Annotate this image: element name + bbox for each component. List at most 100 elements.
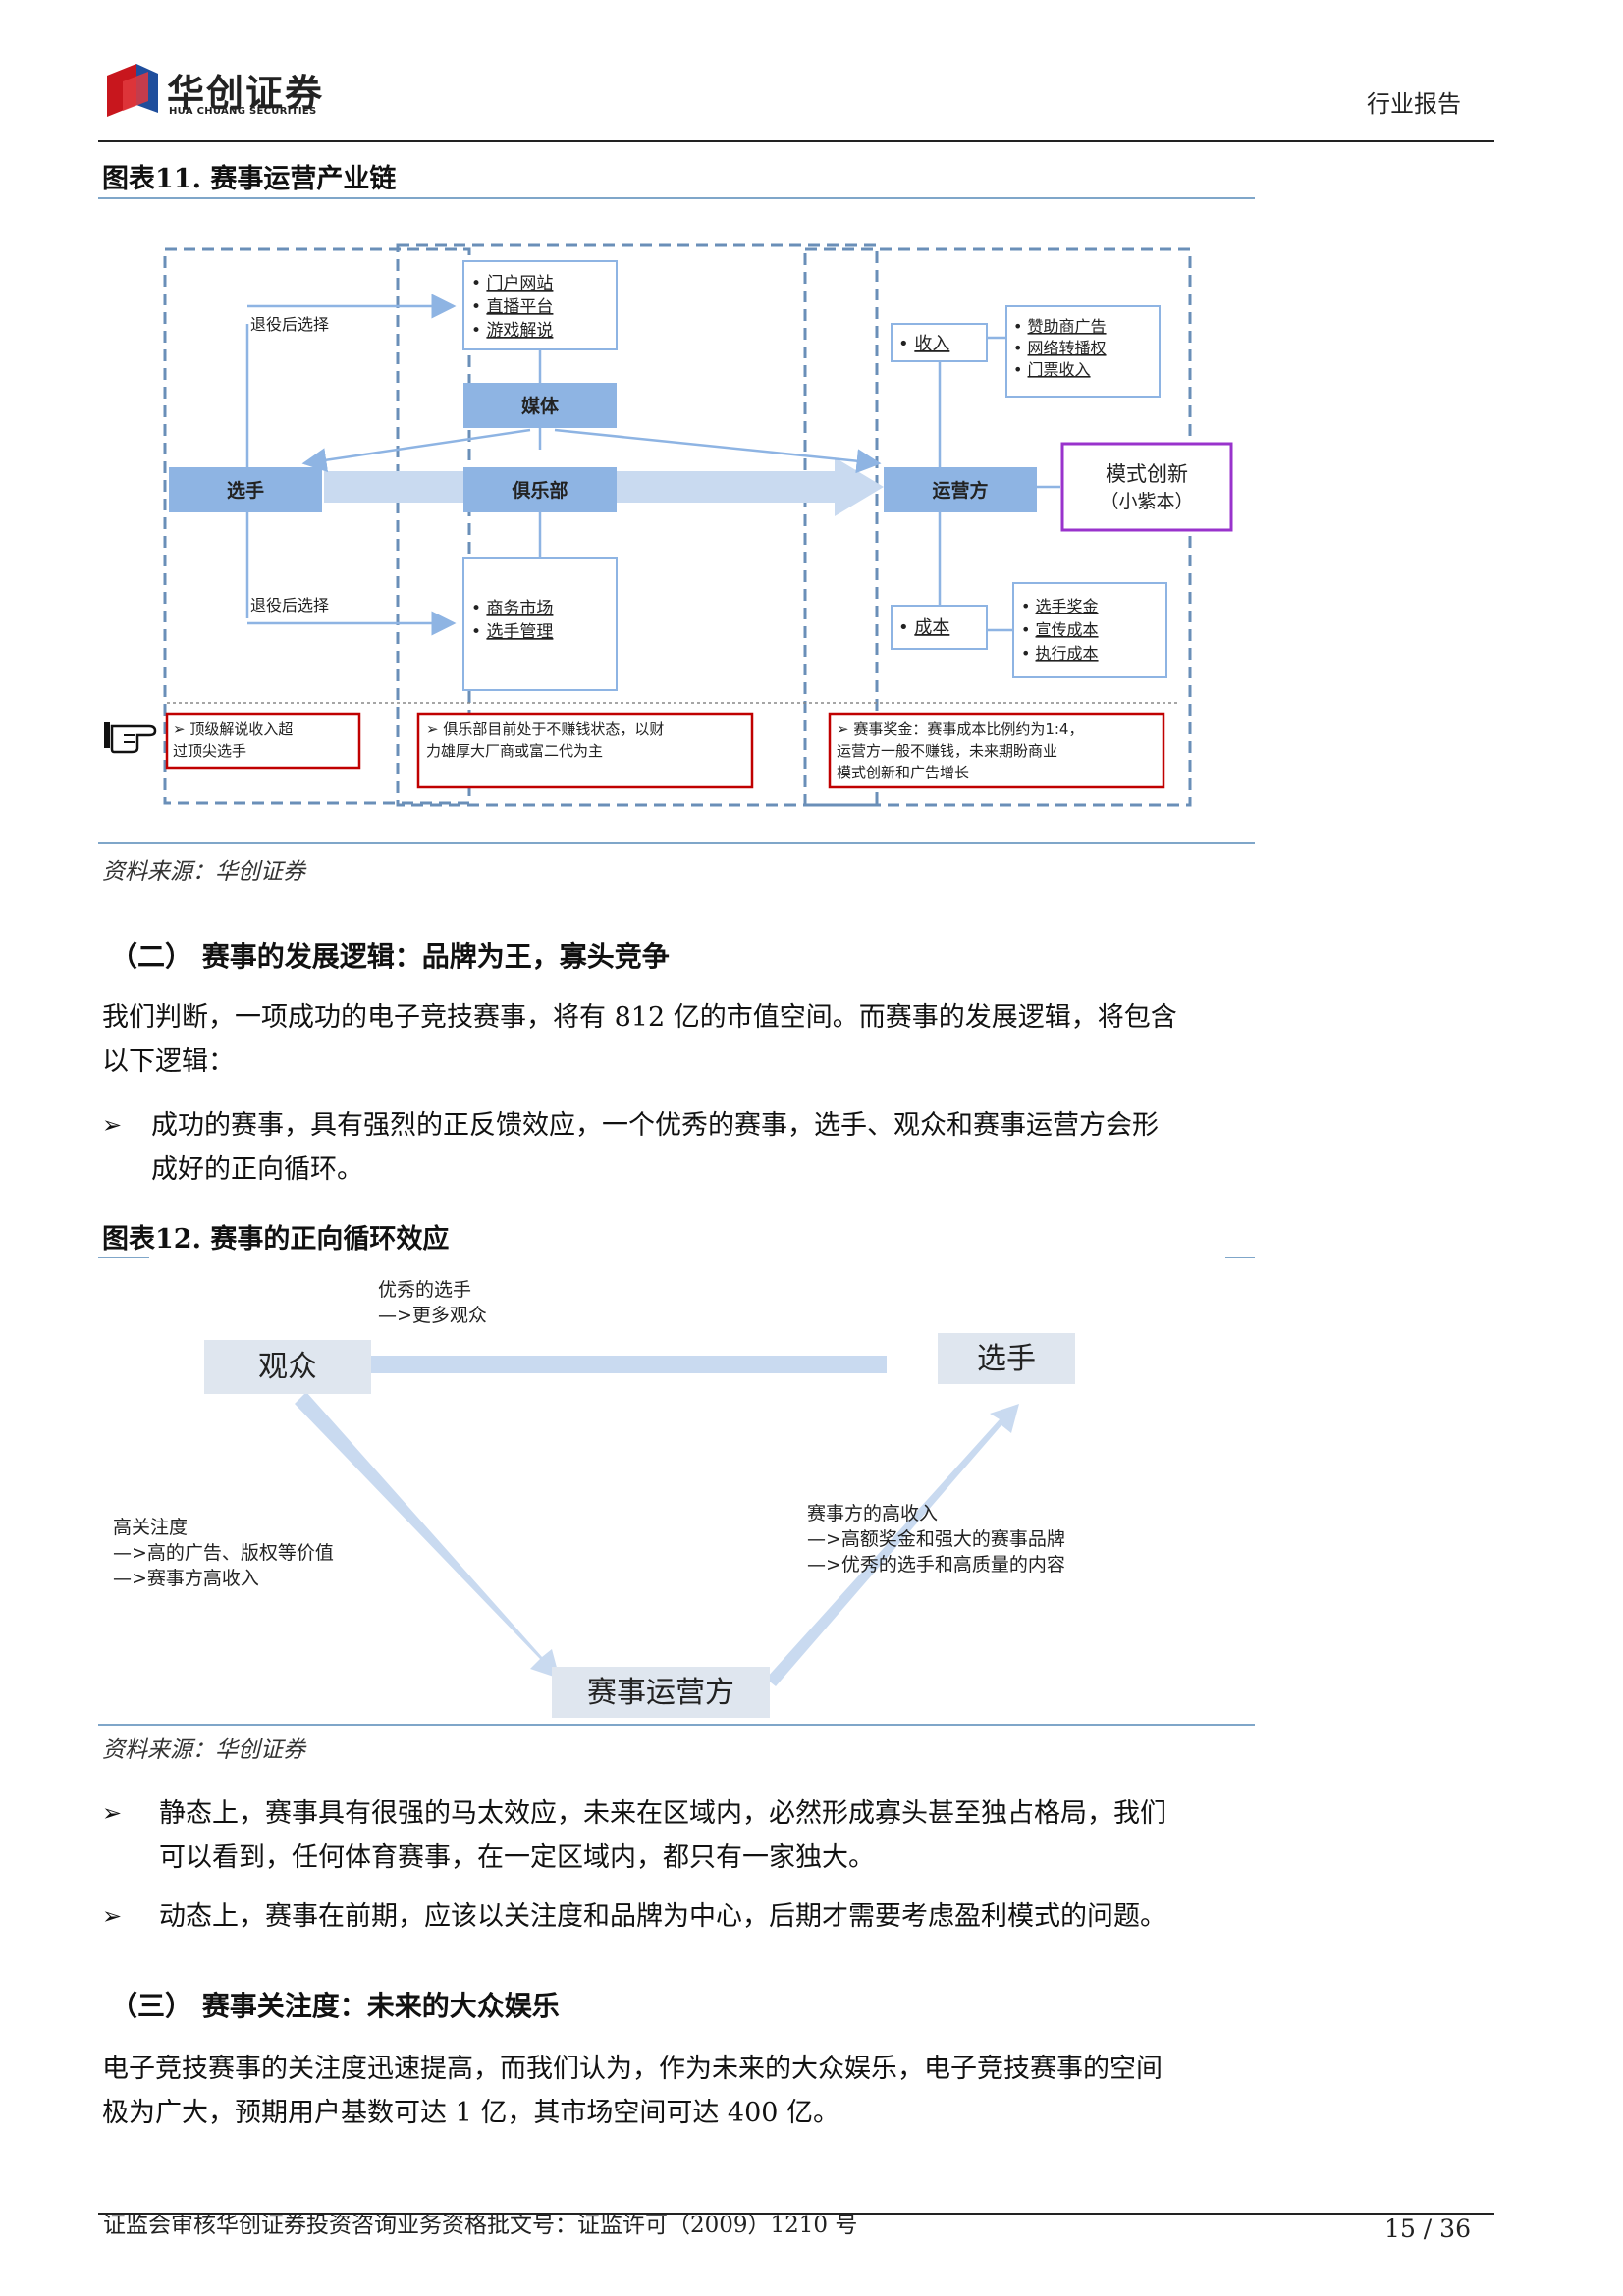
bullet1-line2: 成好的正向循环。 — [151, 1154, 363, 1185]
income-item-0: • 赞助商广告 — [1013, 317, 1107, 336]
dynamic-bullet-line1: 动态上，赛事在前期，应该以关注度和品牌为中心，后期才需要考虑盈利模式的问题。 — [159, 1901, 1166, 1932]
operator-note-line-0: ➢ 赛事奖金：赛事成本比例约为1:4， — [837, 721, 1083, 738]
media-list-items: • 门户网站 • 直播平台 • 游戏解说 — [471, 274, 553, 341]
audience-node — [204, 1340, 371, 1394]
logo-name-cn: 华创证券 — [167, 72, 325, 115]
section3-heading: （三） 赛事关注度：未来的大众娱乐 — [110, 1990, 560, 2022]
innovation-line2: （小紫本） — [1100, 491, 1193, 512]
top-label-line-0: 优秀的选手 — [378, 1279, 471, 1301]
operator-node-2 — [552, 1667, 770, 1718]
income-item-1: • 网络转播权 — [1013, 339, 1107, 357]
footer-license: 证监会审核华创证券投资咨询业务资格批文号：证监许可（2009）1210 号 — [103, 2213, 858, 2238]
cost-label: • 成本 — [898, 617, 949, 638]
club-node — [463, 467, 617, 512]
static-bullet: ➢ 静态上，赛事具有很强的马太效应，未来在区域内，必然形成寡头甚至独占格局，我们… — [102, 1791, 1253, 1880]
operator-note-text: ➢ 赛事奖金：赛事成本比例约为1:4， 运营方一般不赚钱，未来期盼商业模式创新和广… — [837, 721, 1083, 781]
section2-paragraph: 我们判断，一项成功的电子竞技赛事，将有 812 亿的市值空间。而赛事的发展逻辑，… — [102, 995, 1253, 1084]
section3-para-line2: 极为广大，预期用户基数可达 1 亿，其市场空间可达 400 亿。 — [102, 2098, 840, 2128]
player-group-box — [163, 247, 471, 805]
media-list-box — [462, 260, 618, 350]
innovation-line1: 模式创新 — [1106, 462, 1188, 486]
section3-paragraph: 电子竞技赛事的关注度迅速提高，而我们认为，作为未来的大众娱乐，电子竞技赛事的空间… — [102, 2047, 1253, 2135]
section2-para-line1: 我们判断，一项成功的电子竞技赛事，将有 812 亿的市值空间。而赛事的发展逻辑，… — [102, 1002, 1177, 1033]
static-bullet-line1: 静态上，赛事具有很强的马太效应，未来在区域内，必然形成寡头甚至独占格局，我们 — [159, 1798, 1166, 1829]
logo-name-en: HUA CHUANG SECURITIES — [169, 106, 317, 117]
player-note-line-1: 过顶尖选手 — [173, 742, 246, 760]
left-label-line-0: 高关注度 — [113, 1517, 188, 1538]
dynamic-bullet: ➢ 动态上，赛事在前期，应该以关注度和品牌为中心，后期才需要考虑盈利模式的问题。 — [102, 1895, 1253, 1939]
media-item-0: • 门户网站 — [471, 274, 553, 294]
club-note-line-1: 力雄厚大厂商或富二代为主 — [426, 742, 603, 760]
left-label-line-1: —>高的广告、版权等价值 — [113, 1542, 334, 1564]
operator-note-box — [828, 712, 1165, 789]
player-node-2-label: 选手 — [977, 1342, 1036, 1376]
player-note-line-0: ➢ 顶级解说收入超 — [173, 721, 293, 738]
retire-label-bottom: 退役后选择 — [250, 596, 329, 614]
company-logo-icon — [107, 64, 158, 117]
figure12-bottom-rule — [98, 1724, 1255, 1726]
bullet-arrow-icon: ➢ — [102, 1111, 123, 1139]
figure11-diagram: 选手 媒体 俱乐部 运营方 模式创新 （小紫本） 退役后选择 退役后选择 • 门… — [104, 243, 1233, 807]
figure11-bottom-rule — [98, 842, 1255, 844]
report-type: 行业报告 — [1367, 90, 1461, 118]
bullet-arrow-icon: ➢ — [102, 1902, 123, 1930]
header-divider — [98, 140, 1494, 142]
figure11-title: 图表11. 赛事运营产业链 — [102, 164, 397, 194]
section2-bullet1: ➢ 成功的赛事，具有强烈的正反馈效应，一个优秀的赛事，选手、观众和赛事运营方会形… — [102, 1103, 1253, 1192]
figure12-diagram: 观众 选手 赛事运营方 优秀的选手—>更多观众 高关注度 —>高的广告、版权等价值… — [113, 1279, 1075, 1718]
left-cycle-label: 高关注度 —>高的广告、版权等价值 —>赛事方高收入 — [113, 1517, 334, 1589]
pointing-hand-icon — [104, 722, 157, 754]
club-note-box — [416, 712, 754, 789]
page-number: 15 / 36 — [1384, 2215, 1471, 2243]
section2-heading: （二） 赛事的发展逻辑：品牌为王，寡头竞争 — [110, 940, 670, 973]
arrow-audience-to-operator — [295, 1392, 560, 1679]
player-node-label: 选手 — [227, 479, 264, 502]
media-item-2: • 游戏解说 — [471, 321, 553, 341]
income-item-2: • 门票收入 — [1013, 360, 1091, 379]
income-list-box — [1005, 305, 1161, 398]
bullet1-line1: 成功的赛事，具有强烈的正反馈效应，一个优秀的赛事，选手、观众和赛事运营方会形 — [151, 1110, 1159, 1141]
cost-box — [891, 605, 988, 650]
media-node — [463, 383, 617, 428]
media-item-1: • 直播平台 — [471, 297, 553, 317]
operator-note-line-1: 运营方一般不赚钱，未来期盼商业 — [837, 742, 1057, 760]
income-box — [891, 323, 988, 362]
club-list-box — [462, 557, 618, 691]
figure11-top-rule — [98, 197, 1255, 199]
operator-note-line-2: 模式创新和广告增长 — [837, 764, 969, 781]
cost-item-1: • 宣传成本 — [1021, 620, 1099, 639]
club-node-label: 俱乐部 — [511, 479, 568, 502]
bullet-arrow-icon: ➢ — [102, 1799, 123, 1827]
figure12-rule-left — [98, 1257, 149, 1258]
club-item-0: • 商务市场 — [471, 599, 553, 618]
operator-node-label: 运营方 — [932, 479, 988, 502]
section2-para-line2: 以下逻辑： — [102, 1046, 235, 1077]
left-label-line-2: —>赛事方高收入 — [113, 1568, 259, 1589]
player-node — [169, 467, 322, 512]
club-group-box — [396, 243, 879, 807]
right-label-line-2: —>优秀的选手和高质量的内容 — [807, 1554, 1065, 1575]
operator-node-2-label: 赛事运营方 — [587, 1676, 734, 1710]
figure12-title: 图表12. 赛事的正向循环效应 — [102, 1224, 450, 1255]
income-label: • 收入 — [898, 334, 949, 354]
right-cycle-label: 赛事方的高收入—>高额奖金和强大的赛事品牌—>优秀的选手和高质量的内容 — [807, 1503, 1065, 1575]
right-label-line-1: —>高额奖金和强大的赛事品牌 — [807, 1528, 1065, 1550]
income-list-items: • 赞助商广告 • 网络转播权 • 门票收入 — [1013, 317, 1107, 379]
cost-list-box — [1012, 582, 1167, 678]
media-node-label: 媒体 — [521, 395, 560, 417]
arrow-operator-to-player — [766, 1404, 1019, 1686]
static-bullet-line2: 可以看到，任何体育赛事，在一定区域内，都只有一家独大。 — [159, 1842, 875, 1873]
innovation-box — [1060, 442, 1233, 532]
operator-node — [884, 467, 1037, 512]
retire-label-top: 退役后选择 — [250, 315, 329, 334]
footer-divider — [98, 2213, 1494, 2215]
figure11-source: 资料来源：华创证券 — [102, 859, 305, 884]
audience-node-label: 观众 — [258, 1350, 317, 1384]
cost-list-items: • 选手奖金• 宣传成本• 执行成本 — [1021, 597, 1099, 663]
top-cycle-label: 优秀的选手—>更多观众 — [378, 1279, 487, 1326]
club-item-1: • 选手管理 — [471, 622, 553, 642]
section3-para-line1: 电子竞技赛事的关注度迅速提高，而我们认为，作为未来的大众娱乐，电子竞技赛事的空间 — [102, 2054, 1163, 2084]
player-note-box — [165, 712, 361, 770]
